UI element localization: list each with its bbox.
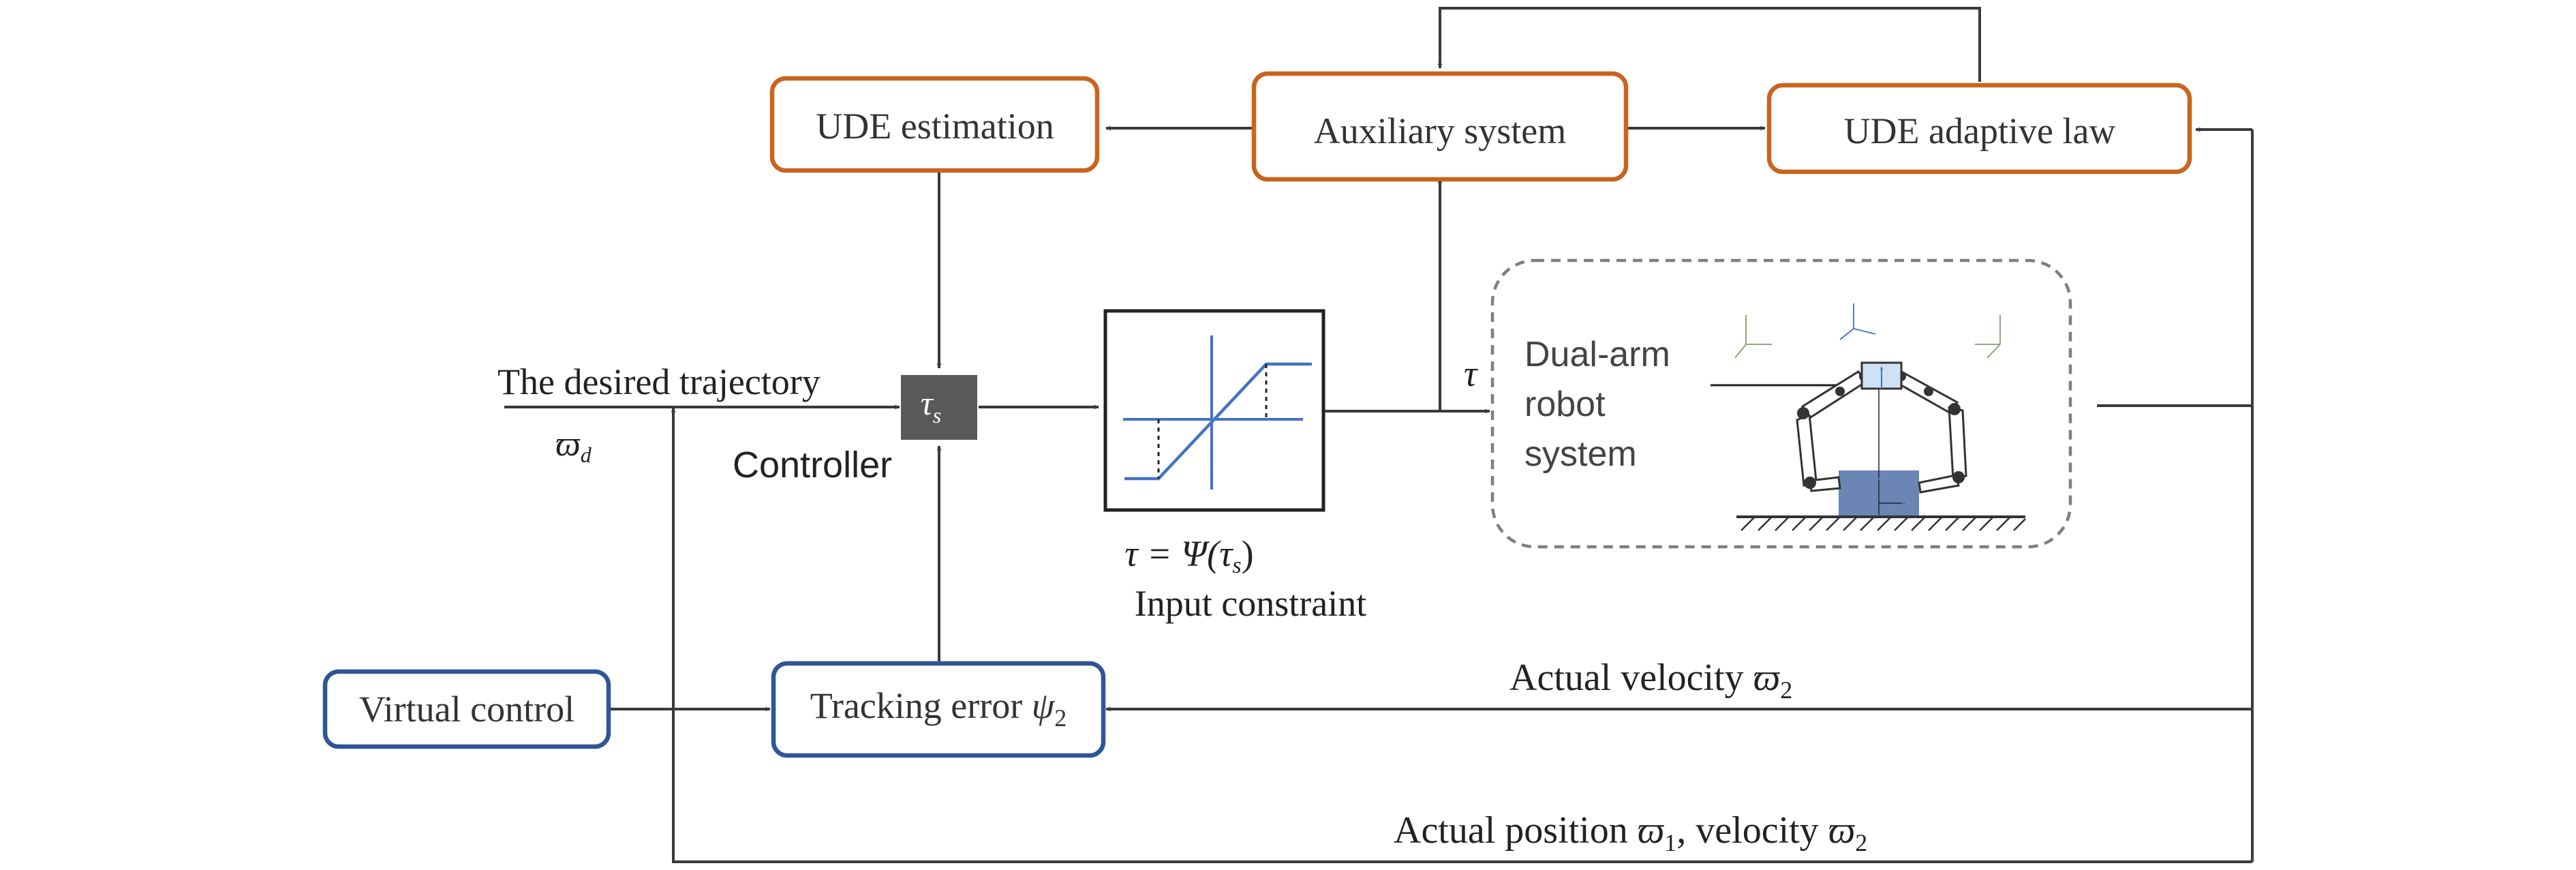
constraint-equation: τ = Ψ(τs) xyxy=(1124,533,1253,578)
tracking-error-block: Tracking error ψ2 xyxy=(771,661,1106,758)
input-constraint-block xyxy=(1103,309,1325,512)
tau-label: τ xyxy=(1464,353,1478,394)
auxiliary-system-block: Auxiliary system xyxy=(1251,71,1629,182)
robot-system-block: Dual-arm robot system xyxy=(1490,258,2072,549)
virtual-control-block: Virtual control xyxy=(322,669,611,749)
connections xyxy=(504,7,2254,863)
virtual-control-label: Virtual control xyxy=(359,689,574,730)
input-constraint-frame xyxy=(1103,309,1325,512)
robot-system-label-line2: robot xyxy=(1524,385,1606,424)
ude-adaptive-law-label: UDE adaptive law xyxy=(1844,110,2116,151)
controller-box xyxy=(901,375,977,440)
tracking-error-frame xyxy=(771,661,1106,758)
controller-block: τs xyxy=(901,375,977,440)
feedback-adaptive-to-auxiliary xyxy=(1437,7,1981,82)
controller-symbol: τs xyxy=(921,384,941,427)
actual-velocity-label: Actual velocity ϖ2 xyxy=(1509,657,1792,704)
saturation-curve xyxy=(1124,362,1312,481)
actual-position-velocity-label: Actual position ϖ1, velocity ϖ2 xyxy=(1394,809,1867,856)
controller-label: Controller xyxy=(733,445,892,485)
robot-system-label-line1: Dual-arm xyxy=(1524,335,1670,374)
ude-adaptive-law-block: UDE adaptive law xyxy=(1766,82,2192,175)
ground-hatching xyxy=(1741,516,2026,531)
desired-trajectory-label: The desired trajectory xyxy=(497,361,821,402)
ude-adaptive-law-frame xyxy=(1766,82,2192,175)
auxiliary-system-frame xyxy=(1251,71,1629,182)
input-constraint-label: Input constraint xyxy=(1135,583,1366,624)
tracking-error-label: Tracking error ψ2 xyxy=(810,685,1067,732)
ude-estimation-frame xyxy=(769,76,1100,173)
desired-trajectory-symbol: ϖd xyxy=(555,425,592,467)
ude-estimation-block: UDE estimation xyxy=(769,76,1100,173)
center-frame xyxy=(1839,303,1876,340)
virtual-control-frame xyxy=(322,669,611,749)
ude-estimation-label: UDE estimation xyxy=(816,106,1054,147)
position-velocity-feedback xyxy=(671,407,2252,863)
world-frames xyxy=(1734,315,2001,359)
dual-arm-robot-illustration xyxy=(1734,303,2026,531)
robot-system-frame xyxy=(1490,258,2072,549)
robot-system-label-line3: system xyxy=(1524,434,1637,474)
auxiliary-system-label: Auxiliary system xyxy=(1314,110,1566,151)
